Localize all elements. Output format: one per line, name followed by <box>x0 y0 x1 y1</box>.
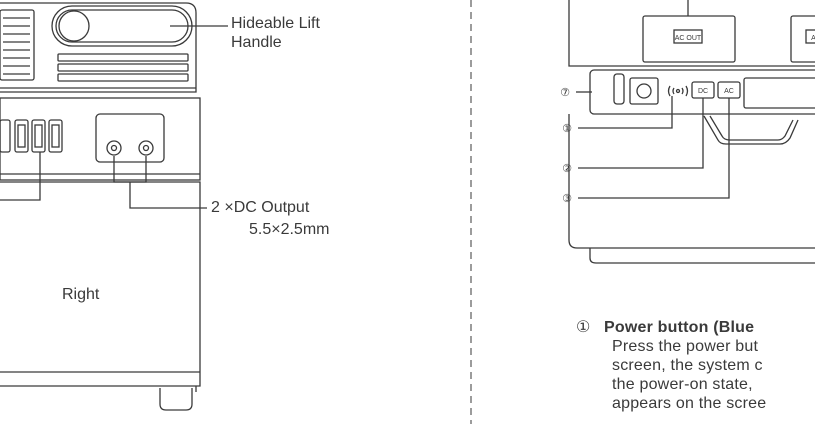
left-top-body <box>0 2 197 93</box>
callout-3-leader <box>578 98 730 199</box>
handle-recess <box>703 115 799 145</box>
dc-button-label: DC <box>698 88 708 95</box>
callout-2-leader <box>578 98 704 169</box>
dc-output-label-line2: 5.5×2.5mm <box>249 221 330 238</box>
wireless-icon <box>667 85 689 97</box>
right-base <box>589 248 815 264</box>
power-button-frame <box>629 77 659 105</box>
display-screen <box>743 77 815 109</box>
callout-2: ② <box>562 162 572 175</box>
right-lower-body <box>568 114 815 249</box>
right-top-body <box>568 0 815 67</box>
left-middle-panel <box>0 97 201 181</box>
description-line-4: the power-on state, <box>612 376 753 393</box>
dc-output-label-line1: 2 ×DC Output <box>211 199 310 216</box>
ac-out-socket-2 <box>790 15 815 63</box>
handle-label-line1: Hideable Lift <box>231 15 320 32</box>
left-vent-grille <box>0 9 35 81</box>
description-number: ① <box>576 319 591 336</box>
description-line-5: appears on the scree <box>612 395 767 412</box>
left-lower-body <box>0 181 201 387</box>
socket-label-1: AC OUT <box>675 35 702 42</box>
callout-7: ⑦ <box>560 86 570 99</box>
ac-button-label: AC <box>724 88 734 95</box>
side-label: Right <box>62 286 100 303</box>
power-button <box>636 83 652 99</box>
socket-label-2: AC <box>811 35 815 42</box>
handle-label-line2: Handle <box>231 34 282 51</box>
callout-1-leader <box>578 96 673 129</box>
callout-1: ① <box>562 122 572 135</box>
ac-out-socket-1 <box>642 0 736 63</box>
description-title: Power button (Blue <box>604 319 755 336</box>
description-line-3: screen, the system c <box>612 357 763 374</box>
left-foot <box>159 388 193 411</box>
callout-3: ③ <box>562 192 572 205</box>
description-line-2: Press the power but <box>612 338 759 355</box>
handle-label: Hideable Lift Handle <box>231 14 320 52</box>
side-vent-slots <box>57 53 189 82</box>
usb-ports <box>0 119 63 153</box>
usb-leader <box>0 152 41 201</box>
dc-output-panel <box>95 113 165 163</box>
